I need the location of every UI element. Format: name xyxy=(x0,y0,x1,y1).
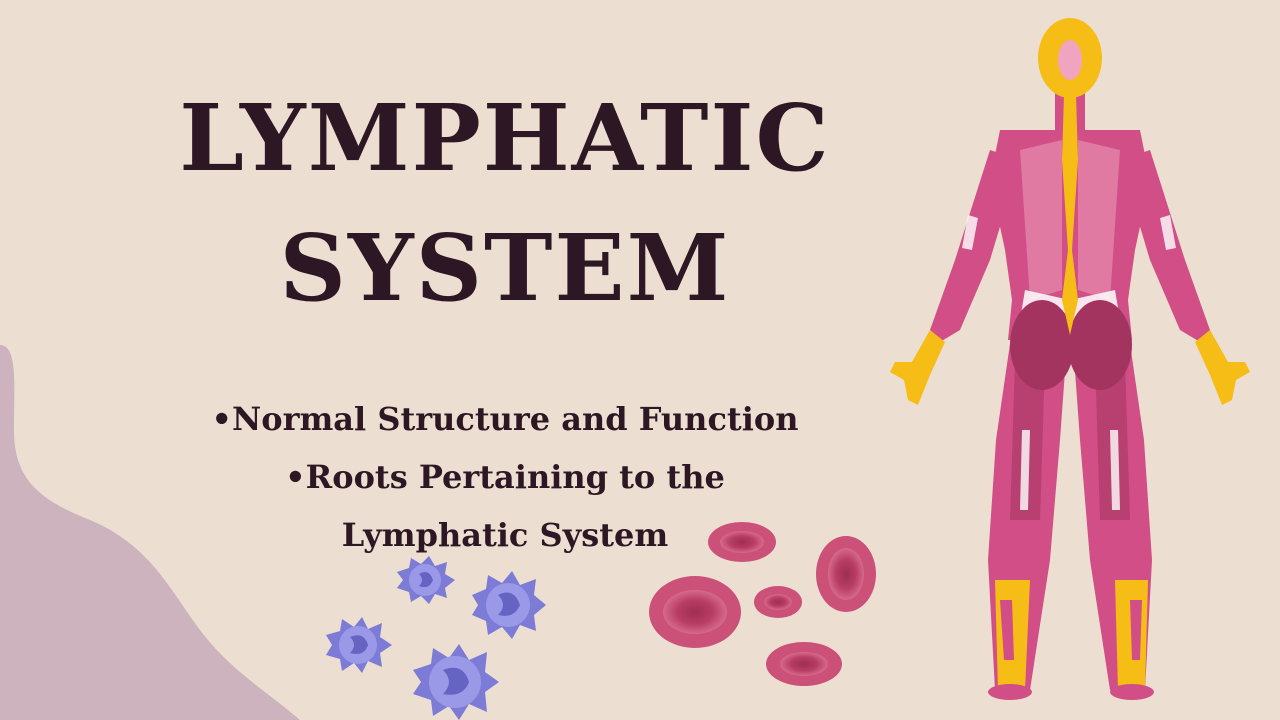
title-line-2: SYSTEM xyxy=(279,214,731,322)
lymphocyte-icon xyxy=(326,617,392,673)
lymphocyte-icon xyxy=(472,571,546,639)
red-blood-cell-icon xyxy=(708,522,776,562)
red-blood-cell-icon xyxy=(649,576,741,648)
bullet-item-roots-cont: Lymphatic System xyxy=(341,516,669,554)
bullet-item-structure: •Normal Structure and Function xyxy=(211,400,799,438)
bullet-item-roots: •Roots Pertaining to the xyxy=(285,458,725,496)
lymphocyte-icon xyxy=(397,556,455,604)
red-blood-cell-icon xyxy=(816,536,876,612)
title-line-1: LYMPHATIC xyxy=(179,84,831,192)
lymphocyte-icon xyxy=(413,644,499,720)
bullet-list: •Normal Structure and Function •Roots Pe… xyxy=(0,390,1010,564)
red-blood-cell-icon xyxy=(766,642,842,686)
body-muscle-illustration xyxy=(890,18,1250,700)
red-blood-cell-icon xyxy=(754,586,802,618)
